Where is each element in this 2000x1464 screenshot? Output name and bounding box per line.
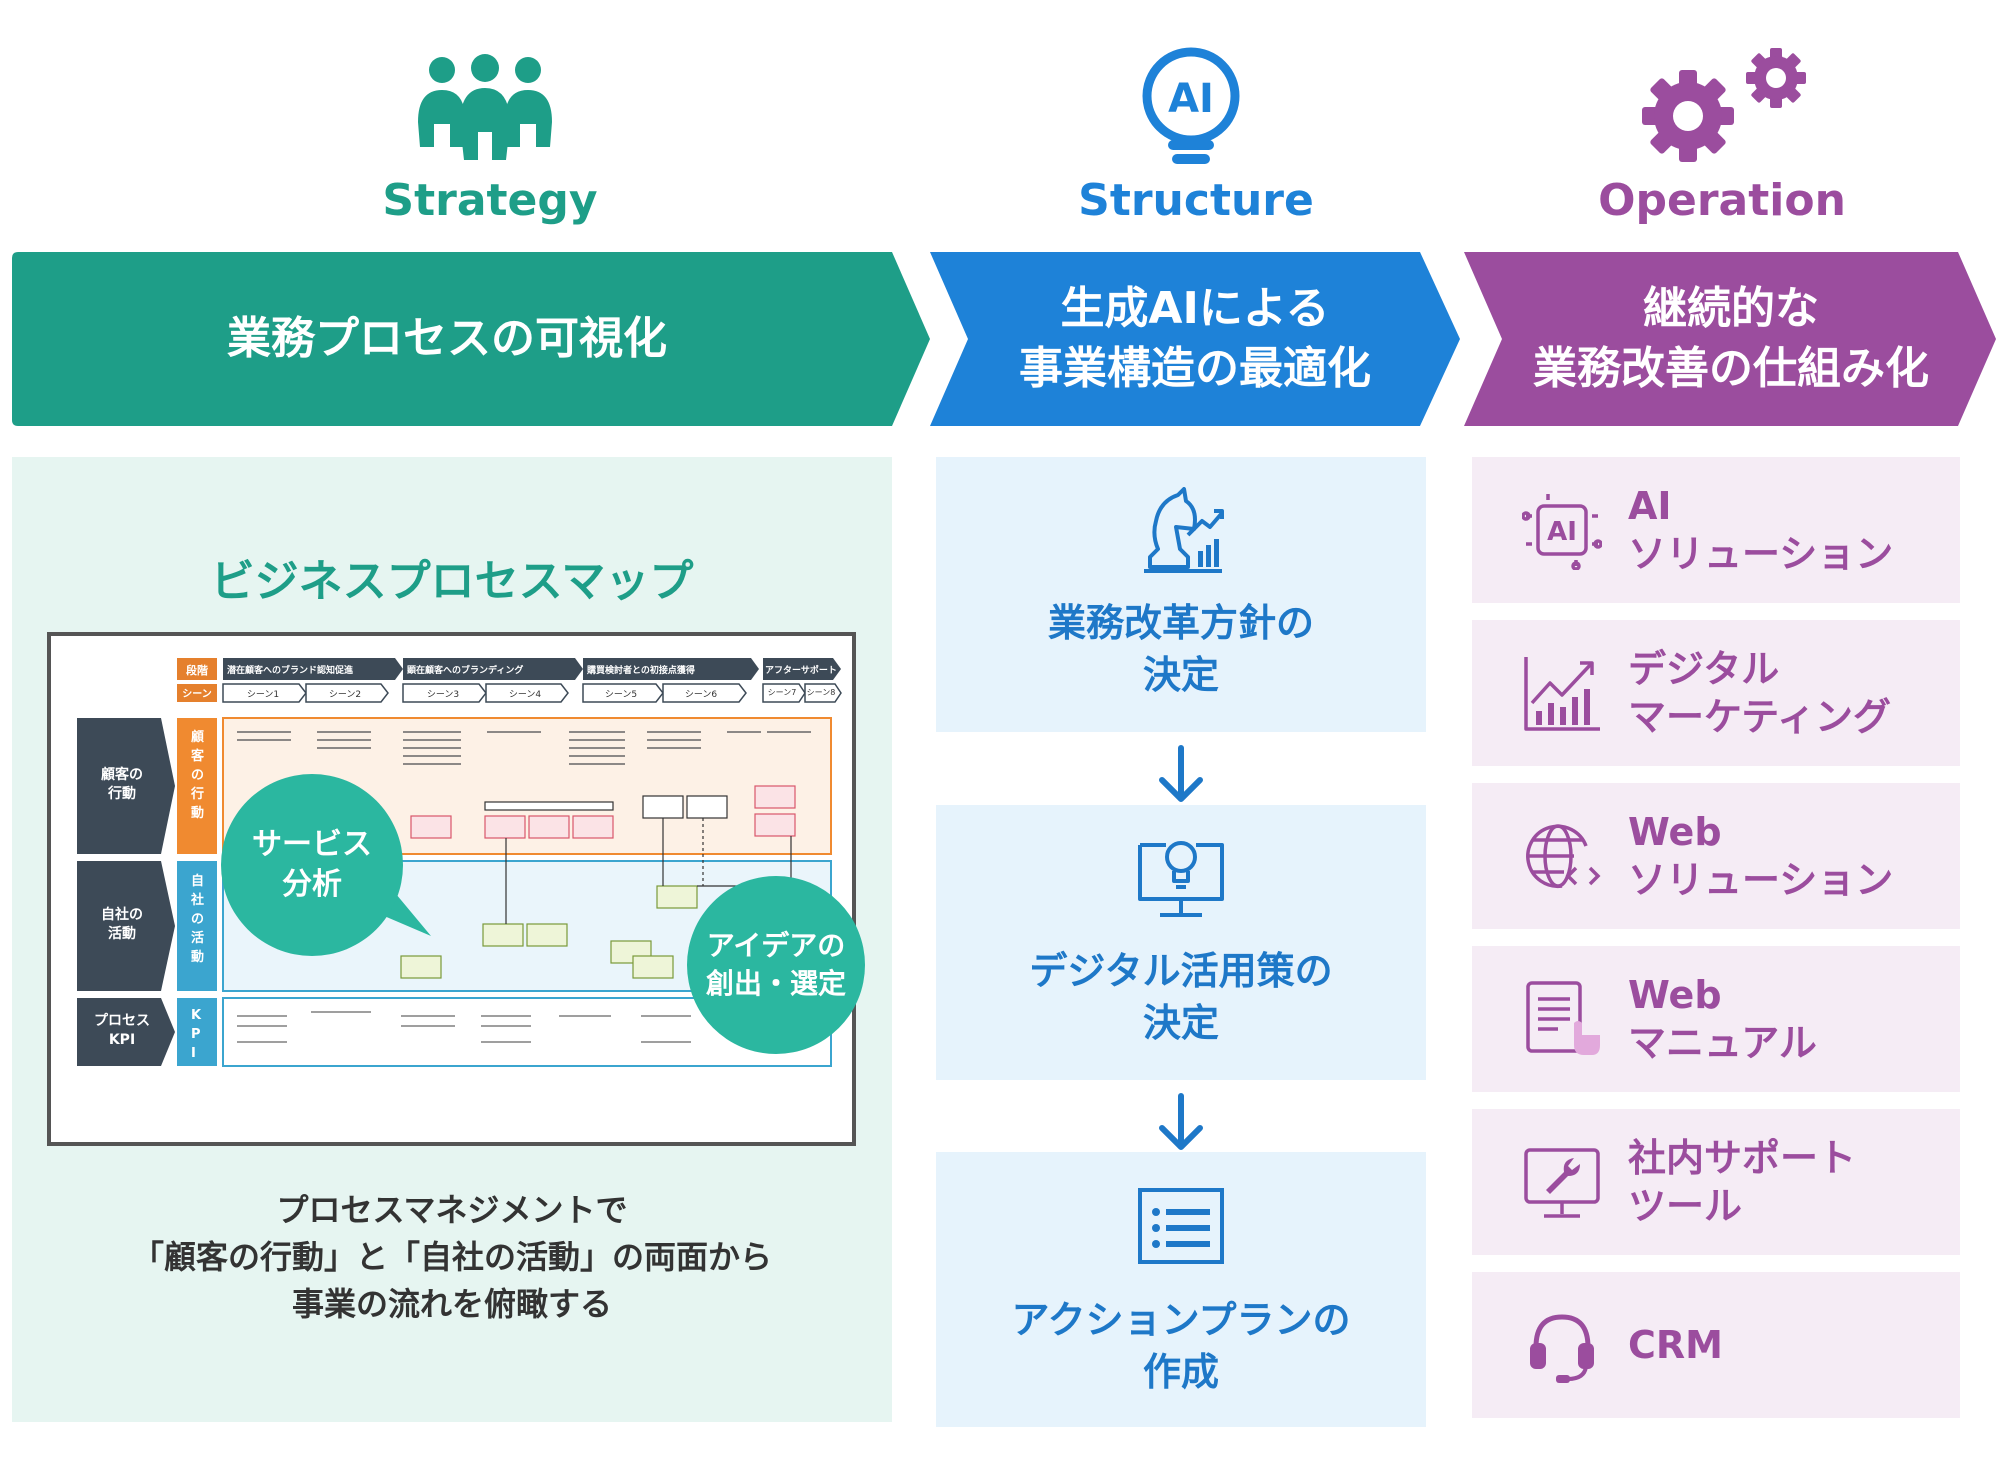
column-title-structure: Structure bbox=[1078, 175, 1314, 226]
growth-chart-icon bbox=[1524, 657, 1600, 731]
map-row-side-kpi: プロセス KPI bbox=[94, 1013, 150, 1048]
internal-support-line-2: ツール bbox=[1628, 1184, 1743, 1228]
operation-banner-line-2: 業務改善の仕組み化 bbox=[1533, 343, 1929, 394]
service-analysis-line-2: 分析 bbox=[282, 867, 342, 902]
strategy-caption-line-1: プロセスマネジメントで bbox=[276, 1191, 628, 1229]
column-title-strategy: Strategy bbox=[382, 175, 598, 226]
web-manual-line-1: Web bbox=[1628, 973, 1722, 1017]
strategy-banner: 業務プロセスの可視化 bbox=[12, 252, 930, 426]
headset-icon bbox=[1530, 1314, 1594, 1383]
structure-step-2: デジタル活用策の 決定 bbox=[936, 805, 1426, 1080]
internal-support-line-1: 社内サポート bbox=[1628, 1136, 1857, 1180]
down-arrow-icon bbox=[1159, 1093, 1203, 1150]
map-scene-8: シーン8 bbox=[806, 688, 836, 697]
globe-code-icon bbox=[1526, 824, 1601, 889]
strategy-caption-line-3: 事業の流れを俯瞰する bbox=[291, 1285, 612, 1323]
map-scene-1: シーン1 bbox=[246, 690, 280, 700]
ai-bulb-icon: AI bbox=[1142, 47, 1240, 164]
operation-item-ai-solution: AI AI ソリューション bbox=[1472, 457, 1960, 603]
digital-marketing-line-1: デジタル bbox=[1628, 647, 1780, 691]
structure-step-1-line-1: 業務改革方針の bbox=[1047, 601, 1314, 645]
map-scene-2: シーン2 bbox=[328, 690, 362, 700]
structure-step-3: アクションプランの 作成 bbox=[936, 1152, 1426, 1427]
map-stage-1: 潜在顧客へのブランド認知促進 bbox=[227, 666, 354, 676]
structure-step-1-line-2: 決定 bbox=[1142, 653, 1219, 697]
map-scene-7: シーン7 bbox=[767, 688, 797, 697]
team-people-icon bbox=[418, 54, 552, 160]
structure-step-1: 業務改革方針の 決定 bbox=[936, 457, 1426, 732]
business-process-map: 段階 シーン 潜在顧客へのブランド認知促進 顕在顧客へのブランディング 購買検討… bbox=[47, 632, 865, 1146]
monitor-wrench-icon bbox=[1524, 1148, 1600, 1218]
map-scene-5: シーン5 bbox=[604, 690, 638, 700]
svg-text:AI: AI bbox=[1547, 517, 1577, 547]
idea-selection-line-1: アイデアの bbox=[706, 929, 846, 962]
map-row-side-customer: 顧客の 行動 bbox=[101, 767, 143, 802]
operation-item-digital-marketing: デジタル マーケティング bbox=[1472, 620, 1960, 766]
operation-item-internal-support: 社内サポート ツール bbox=[1472, 1109, 1960, 1255]
structure-banner-line-2: 事業構造の最適化 bbox=[1019, 343, 1371, 394]
map-row-side-company: 自社の 活動 bbox=[101, 907, 143, 942]
map-row-tag-company: 自社の活動 bbox=[191, 874, 205, 965]
service-analysis-bubble: サービス 分析 bbox=[221, 774, 403, 956]
crm-label: CRM bbox=[1628, 1323, 1723, 1367]
structure-banner: 生成AIによる 事業構造の最適化 bbox=[930, 252, 1460, 426]
structure-step-2-line-1: デジタル活用策の bbox=[1029, 949, 1333, 993]
strategy-caption: プロセスマネジメントで 「顧客の行動」と「自社の活動」の両面から 事業の流れを俯… bbox=[12, 1187, 892, 1328]
business-process-map-title: ビジネスプロセスマップ bbox=[210, 556, 694, 607]
map-row-tag-kpi: KPI bbox=[191, 1008, 202, 1061]
structure-step-3-line-1: アクションプランの bbox=[1011, 1298, 1351, 1342]
map-stage-2: 顕在顧客へのブランディング bbox=[407, 666, 524, 676]
map-scene-3: シーン3 bbox=[426, 690, 460, 700]
digital-marketing-line-2: マーケティング bbox=[1628, 695, 1891, 739]
service-analysis-line-1: サービス bbox=[252, 827, 372, 862]
map-stage-3: 購買検討者との初接点獲得 bbox=[587, 666, 695, 676]
chess-knight-chart-icon bbox=[1144, 487, 1224, 573]
down-arrow-icon bbox=[1159, 745, 1203, 802]
map-scene-6: シーン6 bbox=[684, 690, 718, 700]
operation-item-web-solution: Web ソリューション bbox=[1472, 783, 1960, 929]
svg-text:AI: AI bbox=[1168, 76, 1214, 122]
structure-step-3-line-2: 作成 bbox=[1142, 1350, 1219, 1394]
gears-icon bbox=[1642, 48, 1806, 162]
strategy-caption-line-2: 「顧客の行動」と「自社の活動」の両面から bbox=[131, 1238, 772, 1276]
operation-banner-line-1: 継続的な bbox=[1643, 283, 1819, 334]
operation-banner: 継続的な 業務改善の仕組み化 bbox=[1464, 252, 1996, 426]
ai-chip-icon: AI bbox=[1522, 494, 1602, 570]
map-stage-4: アフターサポート bbox=[765, 666, 837, 676]
map-scene-label: シーン bbox=[182, 689, 212, 700]
web-manual-line-2: マニュアル bbox=[1628, 1021, 1817, 1065]
ai-solution-line-1: AI bbox=[1628, 484, 1672, 528]
document-list-icon bbox=[1138, 1188, 1224, 1264]
structure-step-2-line-2: 決定 bbox=[1142, 1001, 1219, 1045]
column-title-operation: Operation bbox=[1598, 175, 1846, 226]
document-pointer-icon bbox=[1526, 981, 1600, 1055]
ai-solution-line-2: ソリューション bbox=[1628, 532, 1894, 576]
monitor-bulb-icon bbox=[1138, 841, 1224, 917]
operation-item-crm: CRM bbox=[1472, 1272, 1960, 1418]
operation-item-web-manual: Web マニュアル bbox=[1472, 946, 1960, 1092]
map-row-tag-customer: 顧客の行動 bbox=[191, 730, 205, 821]
structure-banner-line-1: 生成AIによる bbox=[1060, 283, 1330, 334]
map-scene-4: シーン4 bbox=[508, 690, 542, 700]
idea-selection-bubble: アイデアの 創出・選定 bbox=[687, 876, 865, 1054]
map-stage-label: 段階 bbox=[186, 664, 208, 677]
web-solution-line-2: ソリューション bbox=[1628, 858, 1894, 902]
idea-selection-line-2: 創出・選定 bbox=[705, 967, 846, 1000]
strategy-banner-text: 業務プロセスの可視化 bbox=[227, 313, 667, 364]
web-solution-line-1: Web bbox=[1628, 810, 1722, 854]
